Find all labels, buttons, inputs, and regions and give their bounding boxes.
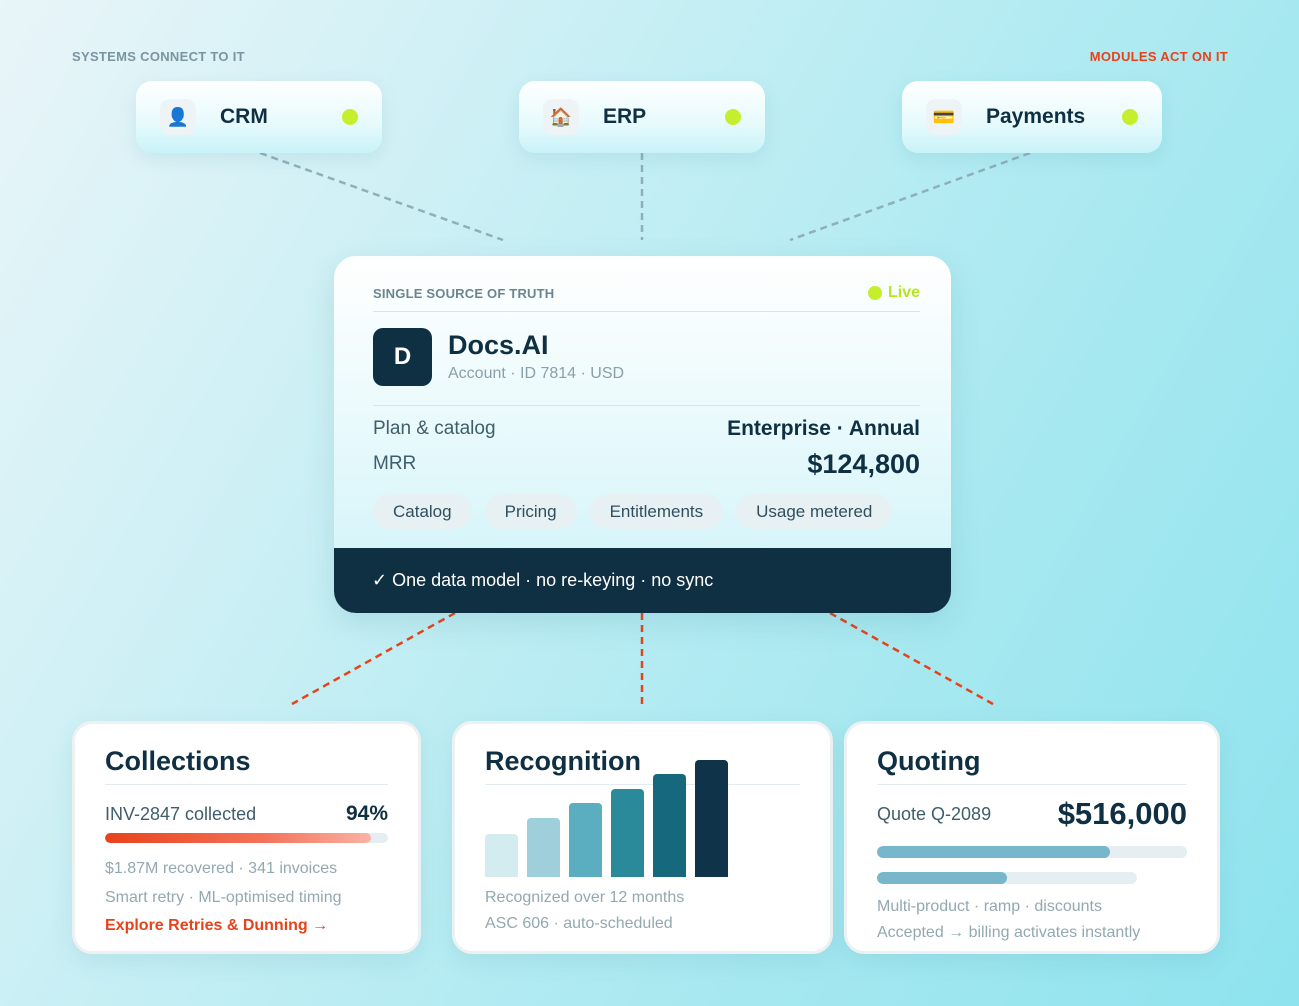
live-status: Live bbox=[867, 284, 920, 302]
divider bbox=[373, 405, 920, 406]
collected-percent: 94% bbox=[345, 802, 388, 825]
system-card-crm[interactable]: 👤 CRM bbox=[136, 81, 382, 153]
recognized-text: Recognized over 12 months bbox=[485, 889, 685, 906]
quote-label: Quote Q-2089 bbox=[877, 803, 992, 824]
account-name[interactable]: Docs.AI bbox=[448, 330, 549, 360]
payments-connector bbox=[789, 151, 1031, 242]
chip-usage-metered[interactable]: Usage metered bbox=[736, 494, 893, 529]
collections-progress-fill bbox=[105, 833, 372, 843]
quote-progress-track-1 bbox=[877, 846, 1187, 858]
recognition-card[interactable]: Recognition Recognized over 12 months AS… bbox=[452, 721, 833, 954]
mrr-label: MRR bbox=[373, 453, 417, 474]
status-dot bbox=[725, 109, 741, 125]
explore-retries-link[interactable]: Explore Retries & Dunning → bbox=[105, 917, 329, 934]
recognition-bar bbox=[485, 834, 518, 877]
divider bbox=[877, 784, 1187, 785]
collections-connector bbox=[291, 611, 456, 706]
system-name: CRM bbox=[220, 105, 268, 128]
asc-text: ASC 606 · auto-scheduled bbox=[485, 915, 673, 932]
collections-card[interactable]: Collections INV-2847 collected 94% $1.87… bbox=[72, 721, 421, 954]
live-dot-icon bbox=[867, 286, 882, 300]
quote-value: $516,000 bbox=[1057, 796, 1187, 831]
modules-section-label: MODULES ACT ON IT bbox=[1089, 49, 1228, 64]
live-label: Live bbox=[887, 284, 920, 301]
account-card-footer: ✓ One data model · no re-keying · no syn… bbox=[334, 548, 951, 613]
house-icon: 🏠 bbox=[543, 99, 579, 135]
recognition-bar bbox=[653, 774, 686, 877]
recognition-bar bbox=[695, 760, 728, 877]
retry-text: Smart retry · ML-optimised timing bbox=[105, 889, 342, 906]
chip-catalog[interactable]: Catalog bbox=[373, 494, 472, 529]
mrr-value: $124,800 bbox=[807, 448, 920, 479]
divider bbox=[485, 784, 800, 785]
eyebrow-label: SINGLE SOURCE OF TRUTH bbox=[373, 285, 555, 301]
recovered-text: $1.87M recovered · 341 invoices bbox=[105, 860, 338, 877]
account-card: SINGLE SOURCE OF TRUTH Live D Docs.AI Ac… bbox=[334, 256, 951, 613]
recognition-bar bbox=[569, 803, 602, 877]
quote-progress-fill-1 bbox=[877, 846, 1110, 858]
crm-connector bbox=[259, 151, 504, 242]
system-name: ERP bbox=[603, 105, 647, 128]
mrr-row: MRR $124,800 bbox=[373, 447, 920, 481]
quote-progress-track-2 bbox=[877, 872, 1137, 884]
collections-title: Collections bbox=[105, 746, 251, 776]
recognition-bar bbox=[527, 818, 560, 877]
quote-progress-fill-2 bbox=[877, 872, 1007, 884]
chip-pricing[interactable]: Pricing bbox=[484, 494, 577, 529]
accepted-text: Accepted → billing activates instantly bbox=[877, 924, 1141, 941]
status-dot bbox=[342, 109, 358, 125]
chip-entitlements[interactable]: Entitlements bbox=[589, 494, 724, 529]
quoting-card[interactable]: Quoting Quote Q-2089 $516,000 Multi-prod… bbox=[844, 721, 1220, 954]
account-meta: Account · ID 7814 · USD bbox=[448, 365, 625, 382]
divider bbox=[373, 311, 920, 312]
recognition-title: Recognition bbox=[485, 746, 641, 776]
system-card-payments[interactable]: 💳 Payments bbox=[902, 81, 1162, 153]
recognition-bar bbox=[611, 789, 644, 877]
plan-row: Plan & catalog Enterprise · Annual bbox=[373, 414, 920, 444]
plan-label: Plan & catalog bbox=[373, 418, 496, 439]
system-card-erp[interactable]: 🏠 ERP bbox=[519, 81, 765, 153]
plan-value: Enterprise · Annual bbox=[727, 417, 920, 440]
account-card-header: SINGLE SOURCE OF TRUTH Live bbox=[373, 284, 920, 302]
divider bbox=[105, 784, 388, 785]
quoting-connector bbox=[829, 611, 994, 706]
systems-section-label: SYSTEMS CONNECT TO IT bbox=[72, 49, 245, 64]
credit-card-icon: 💳 bbox=[926, 99, 962, 135]
system-name: Payments bbox=[986, 105, 1086, 128]
collections-row: INV-2847 collected 94% bbox=[105, 802, 388, 826]
invoice-label: INV-2847 collected bbox=[105, 803, 257, 824]
avatar: D bbox=[373, 328, 432, 386]
multi-product-text: Multi-product · ramp · discounts bbox=[877, 898, 1102, 915]
quoting-title: Quoting bbox=[877, 746, 981, 776]
status-dot bbox=[1122, 109, 1138, 125]
quote-row: Quote Q-2089 $516,000 bbox=[877, 796, 1187, 832]
feature-chips: Catalog Pricing Entitlements Usage meter… bbox=[373, 494, 893, 529]
collections-progress-track bbox=[105, 833, 388, 843]
person-icon: 👤 bbox=[160, 99, 196, 135]
